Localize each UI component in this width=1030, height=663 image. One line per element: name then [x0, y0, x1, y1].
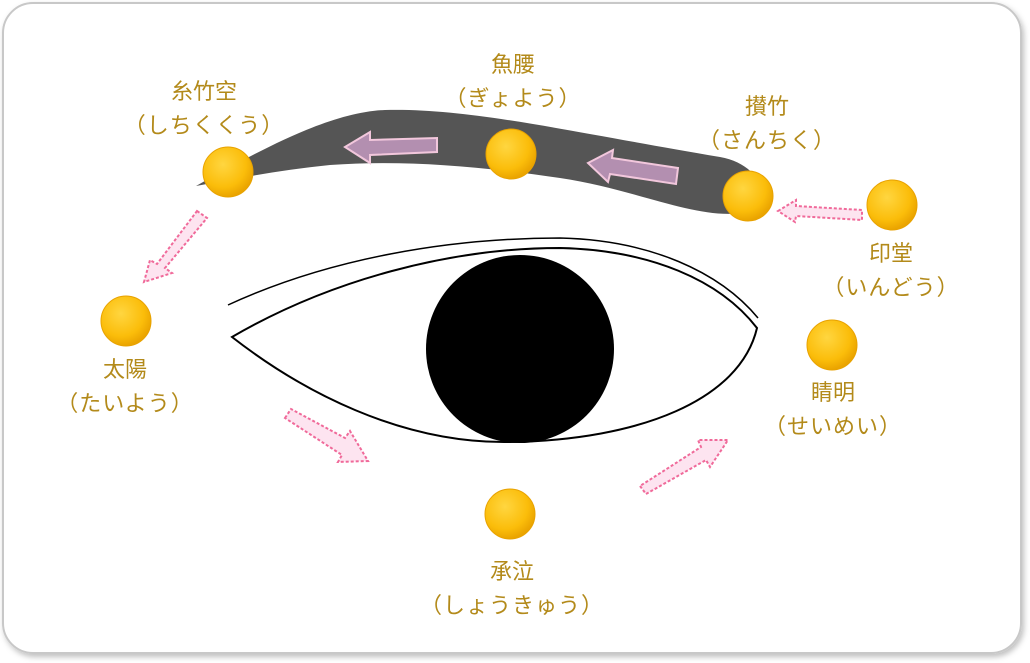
- dot-indou: [866, 179, 918, 231]
- pupil: [426, 255, 614, 443]
- label-sanchiku-kanji: 攅竹: [744, 95, 790, 120]
- label-seimei-kana: （せいめい）: [763, 415, 903, 440]
- dot-taiyou: [100, 295, 152, 347]
- label-shichikuku-kana: （しちくくう）: [123, 114, 285, 139]
- dot-sanchiku: [722, 170, 774, 222]
- label-gyoyou-kana: （ぎょよう）: [444, 87, 582, 112]
- label-shoukyuu-kanji: 承泣: [489, 560, 535, 585]
- label-indou-kanji: 印堂: [868, 242, 913, 267]
- label-shichikuku-kanji: 糸竹空: [170, 80, 237, 105]
- label-shichikuku: 糸竹空 （しちくくう）: [124, 76, 285, 144]
- label-sanchiku-kana: （さんちく）: [697, 129, 837, 154]
- label-shoukyuu-kana: （しょうきゅう）: [419, 594, 605, 619]
- eyelid-crease: [227, 237, 759, 319]
- dot-seimei: [806, 319, 858, 371]
- arrow-shichikuku-to-taiyou: [142, 209, 209, 284]
- brow-arrow-left: [343, 130, 438, 165]
- label-taiyou-kanji: 太陽: [102, 358, 147, 383]
- label-taiyou: 太陽 （たいよう）: [56, 354, 194, 422]
- arrow-shoukyuu-to-seimei: [638, 439, 730, 496]
- dot-shoukyuu: [484, 488, 536, 540]
- label-gyoyou: 魚腰 （ぎょよう）: [445, 49, 582, 117]
- label-indou: 印堂 （いんどう）: [822, 238, 959, 306]
- dot-shichikuku: [202, 146, 254, 198]
- arrow-indou-to-sanchiku: [776, 198, 863, 224]
- label-taiyou-kana: （たいよう）: [56, 392, 194, 417]
- dot-gyoyou: [485, 128, 537, 180]
- label-gyoyou-kanji: 魚腰: [490, 53, 535, 78]
- label-indou-kana: （いんどう）: [822, 276, 960, 301]
- label-sanchiku: 攅竹 （さんちく）: [698, 91, 836, 159]
- label-seimei: 睛明 （せいめい）: [764, 377, 902, 445]
- arrow-taiyou-to-shoukyuu: [283, 407, 370, 464]
- label-seimei-kanji: 睛明: [810, 381, 856, 406]
- brow-arrow-right: [586, 148, 680, 186]
- label-shoukyuu: 承泣 （しょうきゅう）: [420, 556, 604, 624]
- eyebrow-shape: [196, 109, 762, 214]
